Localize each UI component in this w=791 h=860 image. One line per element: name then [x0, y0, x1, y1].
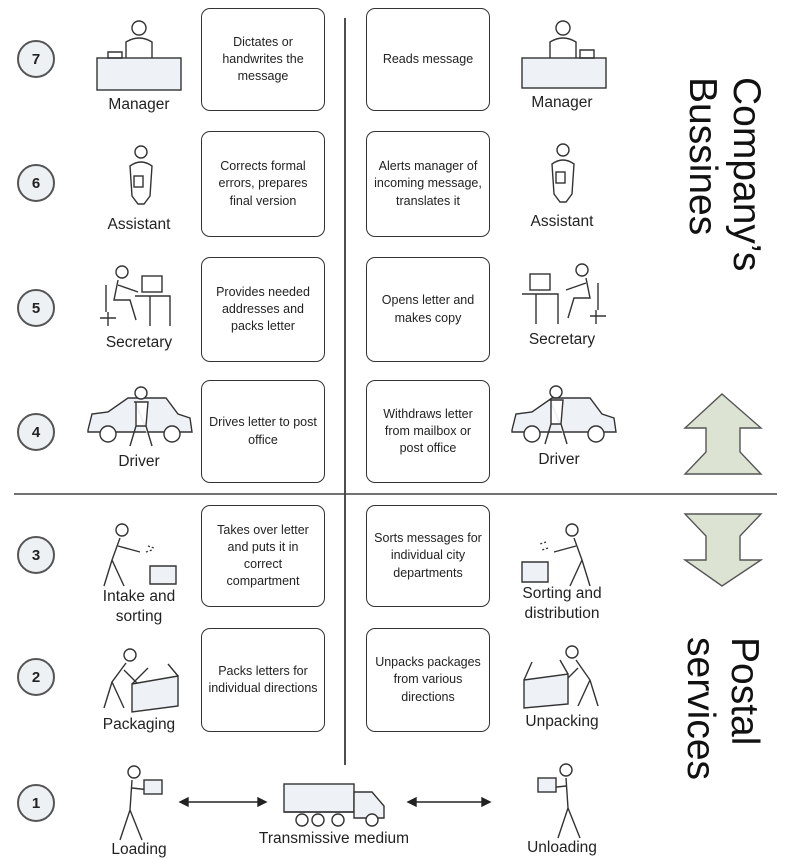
manager-desk-icon — [96, 20, 182, 91]
step-number: 6 — [17, 164, 55, 202]
down-arrow-icon — [682, 513, 764, 587]
sender-task-box: Drives letter to post office — [201, 380, 325, 483]
receiver-task-box: Withdraws letter from mailbox or post of… — [366, 380, 490, 483]
medium-label: Transmissive medium — [258, 830, 410, 847]
postal-title-line1: Postal — [723, 637, 766, 746]
double-arrow-icon — [178, 796, 268, 808]
sender-task-box: Provides needed addresses and packs lett… — [201, 257, 325, 362]
step-number: 7 — [17, 40, 55, 78]
sorting-worker-icon — [103, 523, 177, 587]
car-driver-icon — [511, 385, 617, 445]
sender-role-label: Packaging — [102, 716, 176, 733]
truck-icon — [283, 783, 385, 827]
sender-role-label: Secretary — [105, 334, 173, 351]
company-title-line2: Bussines — [681, 77, 724, 236]
receiver-task-box: Reads message — [366, 8, 490, 111]
step-number: 5 — [17, 289, 55, 327]
receiver-role-label: Unloading — [527, 839, 597, 856]
sender-task-box: Dictates or handwrites the message — [201, 8, 325, 111]
sender-role-label: Intake and sorting — [102, 588, 176, 626]
car-driver-icon — [87, 386, 193, 447]
receiver-role-label: Manager — [531, 94, 593, 111]
packing-worker-icon — [523, 645, 599, 709]
packing-worker-icon — [103, 648, 179, 713]
sender-role-label: Driver — [118, 453, 160, 470]
secretary-desk-icon — [522, 263, 606, 324]
assistant-icon — [129, 145, 153, 205]
sender-role-label: Loading — [111, 841, 167, 858]
receiver-task-box: Sorts messages for individual city depar… — [366, 505, 490, 607]
receiver-role-label: Secretary — [528, 331, 596, 348]
step-number: 3 — [17, 536, 55, 574]
postal-section-title: Postal services — [678, 637, 766, 827]
sender-role-label: Manager — [108, 96, 170, 113]
loading-worker-icon — [537, 763, 581, 839]
receiver-task-box: Unpacks packages from various directions — [366, 628, 490, 732]
step-number: 1 — [17, 784, 55, 822]
secretary-desk-icon — [100, 265, 171, 326]
postal-title-line2: services — [679, 637, 722, 781]
receiver-role-label: Assistant — [530, 213, 594, 230]
manager-desk-icon — [521, 20, 607, 89]
step-number: 4 — [17, 413, 55, 451]
sender-task-box: Takes over letter and puts it in correct… — [201, 505, 325, 607]
sender-role-label: Assistant — [107, 216, 171, 233]
loading-worker-icon — [119, 765, 163, 841]
step-number: 2 — [17, 658, 55, 696]
sender-task-box: Corrects formal errors, prepares final v… — [201, 131, 325, 237]
receiver-task-box: Alerts manager of incoming message, tran… — [366, 131, 490, 237]
company-title-line1: Company’s — [725, 77, 768, 272]
receiver-role-label: Sorting and distribution — [522, 585, 602, 623]
receiver-task-box: Opens letter and makes copy — [366, 257, 490, 362]
receiver-role-label: Driver — [538, 451, 580, 468]
assistant-icon — [551, 143, 575, 203]
up-arrow-icon — [683, 393, 763, 475]
double-arrow-icon — [406, 796, 492, 808]
company-section-title: Company’s Bussines — [680, 77, 768, 337]
sender-task-box: Packs letters for individual directions — [201, 628, 325, 732]
sorting-worker-icon — [521, 523, 591, 587]
receiver-role-label: Unpacking — [525, 713, 599, 730]
